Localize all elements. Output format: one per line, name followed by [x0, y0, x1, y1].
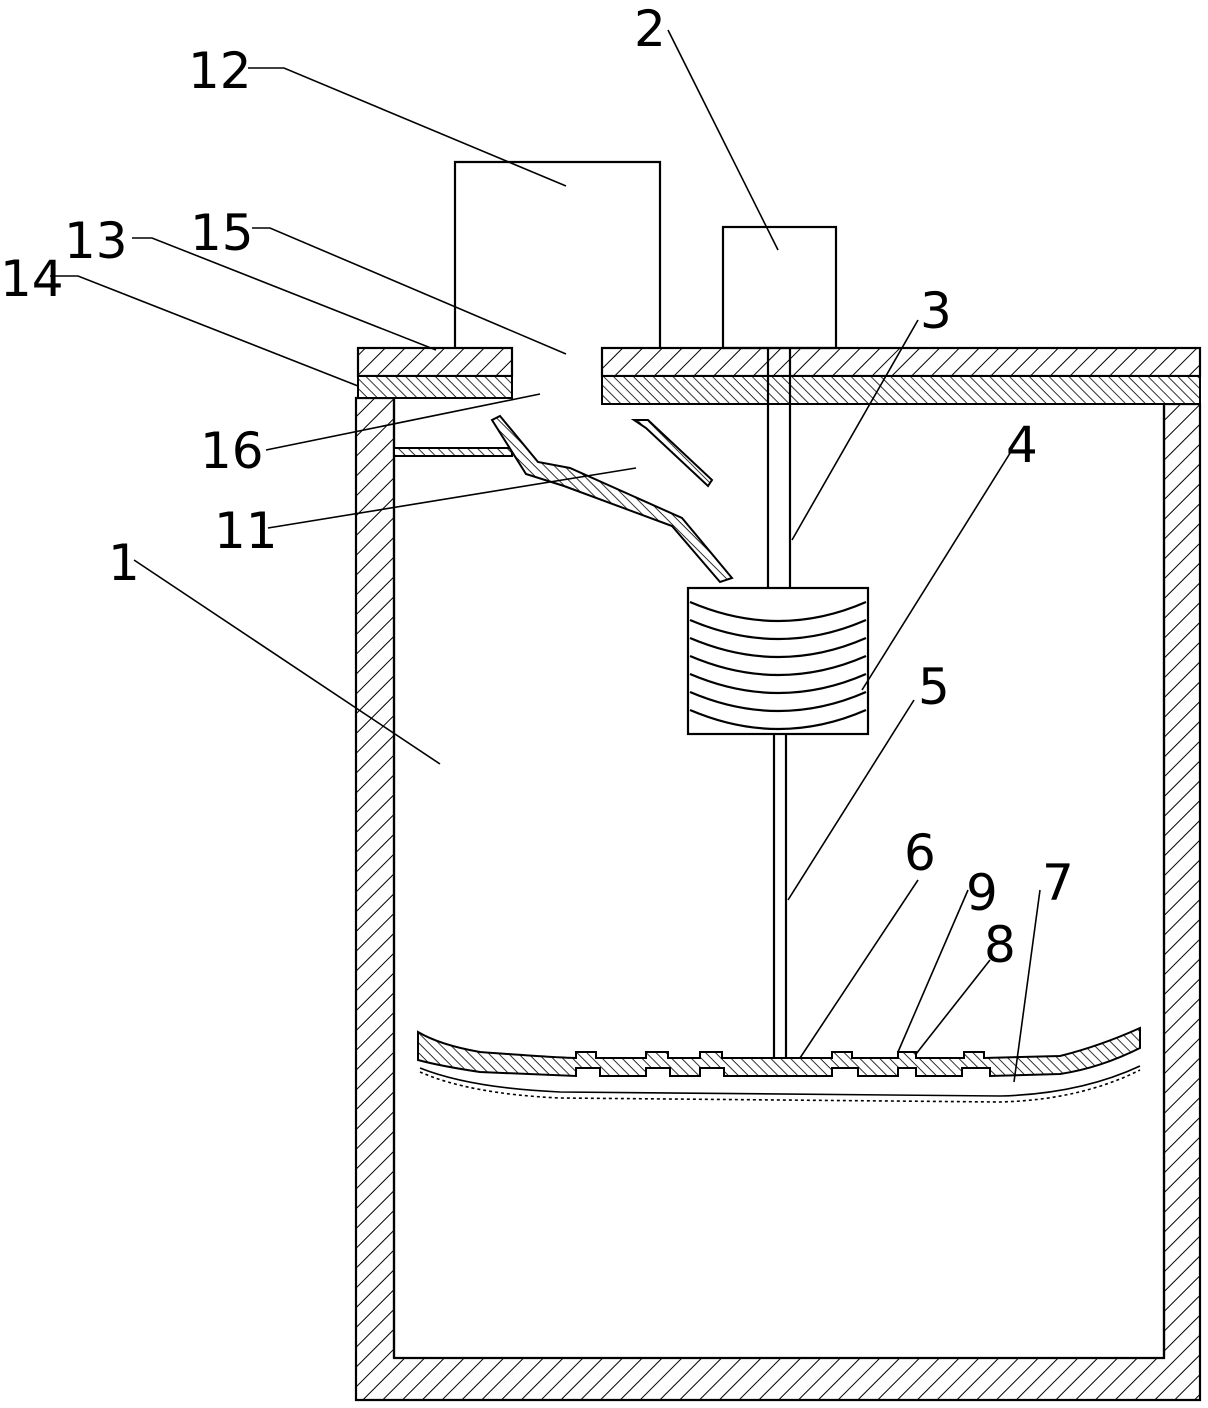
deflector-plate — [490, 414, 734, 584]
label-13: 13 — [64, 212, 128, 270]
dish-blade — [417, 1026, 1141, 1103]
label-6: 6 — [904, 824, 936, 882]
drive-shaft — [766, 348, 792, 588]
label-7: 7 — [1042, 854, 1074, 912]
label-9: 9 — [966, 864, 998, 922]
label-1: 1 — [108, 534, 140, 592]
label-4: 4 — [1006, 416, 1038, 474]
label-3: 3 — [920, 282, 952, 340]
lid-left — [356, 346, 514, 399]
label-12: 12 — [188, 42, 252, 100]
support-plate — [393, 447, 513, 457]
leader-lines — [50, 29, 1041, 1083]
label-5: 5 — [918, 658, 950, 716]
label-14: 14 — [0, 250, 64, 308]
upper-baffle — [630, 419, 714, 488]
lower-shaft — [772, 734, 788, 1060]
label-15: 15 — [190, 204, 254, 262]
feed-hopper — [453, 160, 662, 348]
part-labels: 12 2 3 4 5 6 9 8 7 13 14 15 16 11 1 — [0, 0, 1074, 974]
label-16: 16 — [200, 422, 264, 480]
label-11: 11 — [214, 502, 278, 560]
label-2: 2 — [634, 0, 666, 58]
lid-right — [600, 346, 1202, 405]
motor — [721, 225, 838, 350]
label-8: 8 — [984, 916, 1016, 974]
gear-box — [686, 586, 870, 736]
